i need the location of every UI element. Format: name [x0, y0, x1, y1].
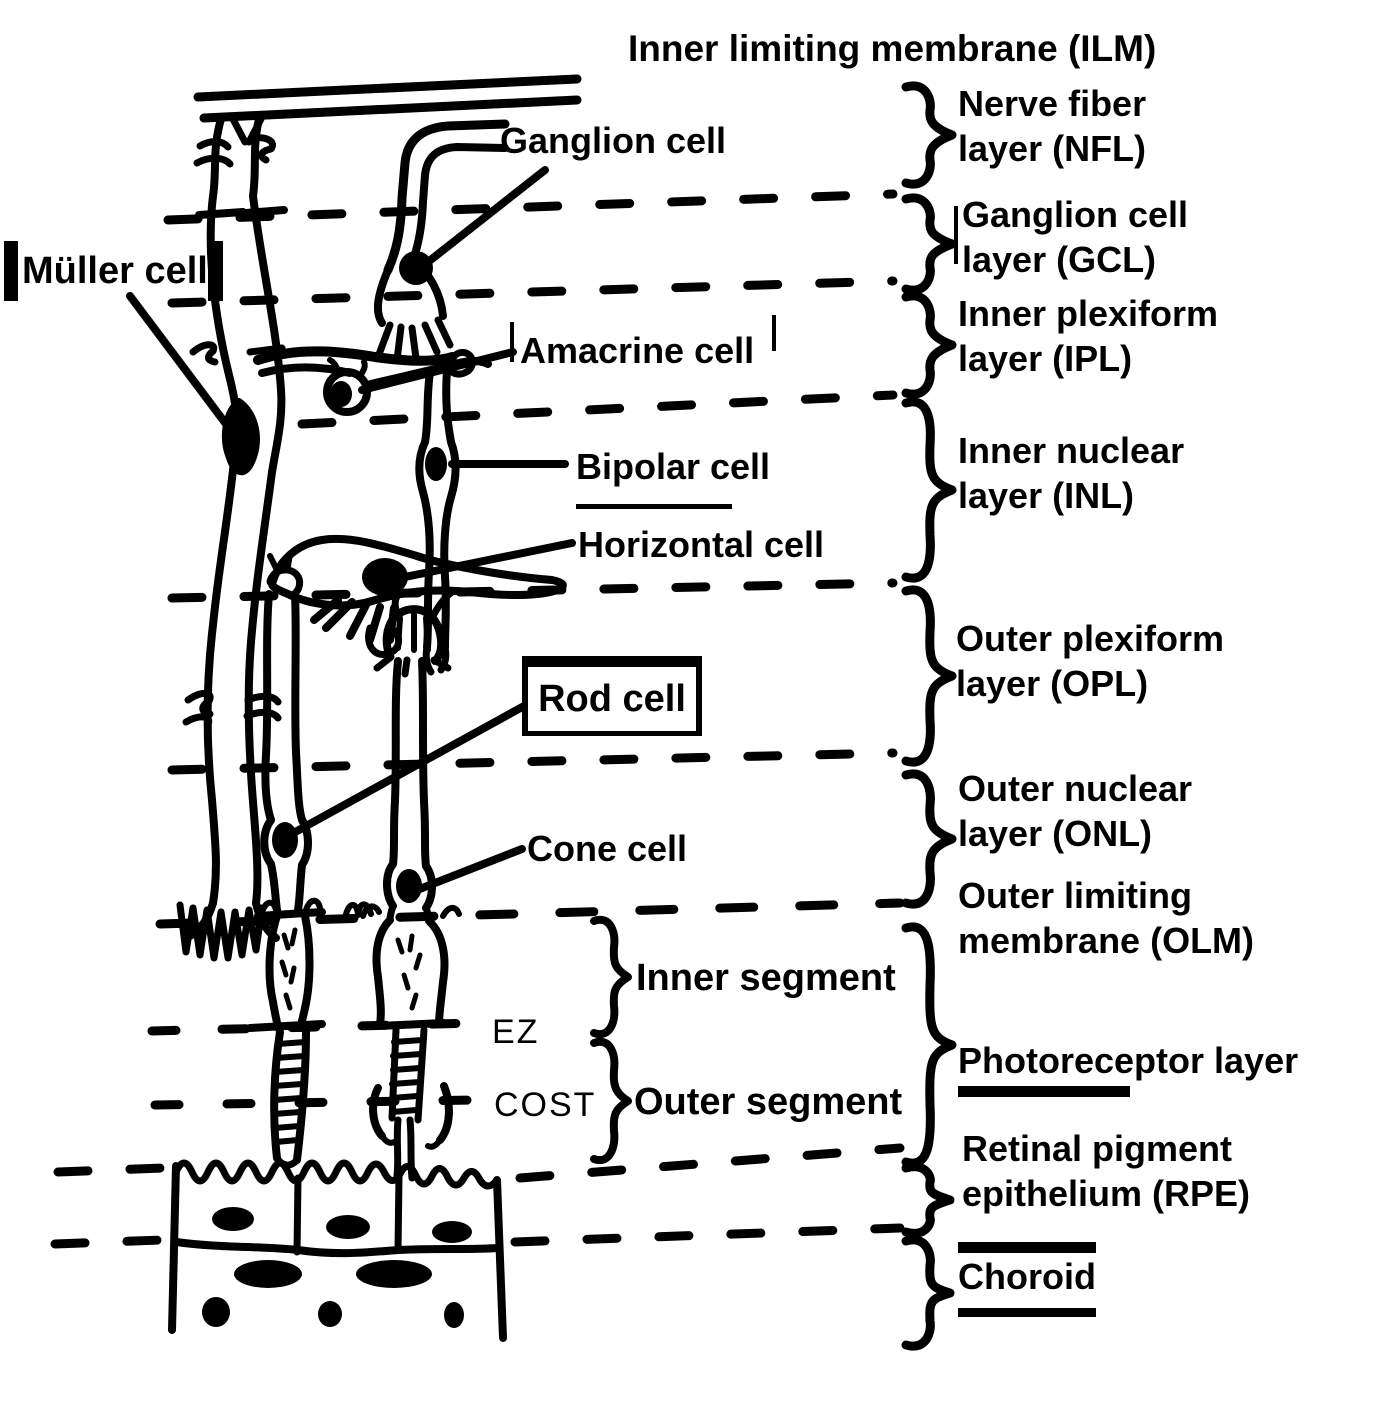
rod-cell-label-box: Rod cell — [522, 656, 702, 736]
bipolar-underline — [576, 504, 732, 509]
layer-label-opl: Outer plexiform layer (OPL) — [956, 618, 1225, 704]
cost-label: COST — [494, 1086, 597, 1124]
photoreceptor-underline — [958, 1086, 1130, 1097]
ganglion-cell-label: Ganglion cell — [500, 120, 727, 161]
horizontal-leader-line — [396, 539, 576, 582]
muller-leader-line — [126, 292, 230, 428]
amacrine-label-left-tick — [510, 322, 514, 362]
choroid-underline — [958, 1308, 1096, 1317]
decorative-bars — [4, 206, 1130, 1317]
cone-leader-line — [408, 845, 526, 896]
layer-label-photoreceptor: Photoreceptor layer — [958, 1040, 1299, 1081]
rpe-choroid-drawing — [168, 1159, 507, 1342]
muller-label-right-bar — [208, 241, 223, 301]
amacrine-leader-line — [358, 348, 517, 394]
inner-segment-label: Inner segment — [636, 957, 896, 999]
cone-cell-drawing — [342, 588, 462, 1182]
inl-brace — [901, 397, 957, 583]
gcl-label-tick — [954, 206, 958, 264]
gcl-brace — [901, 193, 957, 295]
ez-label: EZ — [492, 1013, 540, 1051]
rod-leader-line — [284, 702, 528, 840]
outer-segment-brace — [590, 1037, 632, 1165]
layer-label-nfl: Nerve fiber layer (NFL) — [958, 83, 1147, 169]
ilm-membrane-lines — [193, 74, 582, 123]
segment-braces — [590, 915, 632, 1165]
muller-cell-drawing — [176, 115, 288, 962]
ilm-label: Inner limiting membrane (ILM) — [628, 28, 1157, 69]
amacrine-cell-label: Amacrine cell — [520, 330, 755, 371]
cone-cell-label: Cone cell — [527, 828, 688, 869]
horizontal-cell-label: Horizontal cell — [578, 524, 825, 565]
rpe-brace — [901, 1162, 955, 1238]
layer-label-gcl: Ganglion cell layer (GCL) — [962, 194, 1189, 280]
label-leader-lines — [126, 166, 576, 896]
layer-braces — [901, 81, 957, 1351]
rod-cell-label: Rod cell — [538, 677, 686, 720]
nfl-brace — [901, 81, 957, 189]
amacrine-cell-drawing — [253, 346, 492, 416]
onl-brace — [901, 769, 957, 909]
muller-cell-label: Müller cell — [22, 250, 208, 292]
bipolar-cell-label: Bipolar cell — [576, 446, 771, 487]
layer-label-olm: Outer limiting membrane (OLM) — [958, 875, 1255, 961]
layer-label-choroid: Choroid — [958, 1256, 1096, 1297]
ganglion-cell-drawing — [373, 119, 510, 364]
layer-label-onl: Outer nuclear layer (ONL) — [958, 768, 1193, 854]
choroid-overline — [958, 1242, 1096, 1253]
ganglion-leader-line — [424, 166, 549, 266]
inner-segment-brace — [590, 915, 632, 1039]
layer-label-inl: Inner nuclear layer (INL) — [958, 430, 1185, 516]
outer-segment-label: Outer segment — [634, 1081, 903, 1123]
amacrine-label-right-tick — [772, 315, 776, 351]
layer-label-ipl: Inner plexiform layer (IPL) — [958, 293, 1219, 379]
layer-label-rpe: Retinal pigment epithelium (RPE) — [962, 1128, 1251, 1214]
photoreceptor-brace — [901, 922, 957, 1168]
choroid-brace — [901, 1235, 955, 1351]
ipl-brace — [901, 291, 957, 399]
opl-brace — [901, 585, 957, 767]
rod-cell-drawing — [246, 551, 326, 1169]
muller-label-left-bar — [4, 241, 18, 301]
